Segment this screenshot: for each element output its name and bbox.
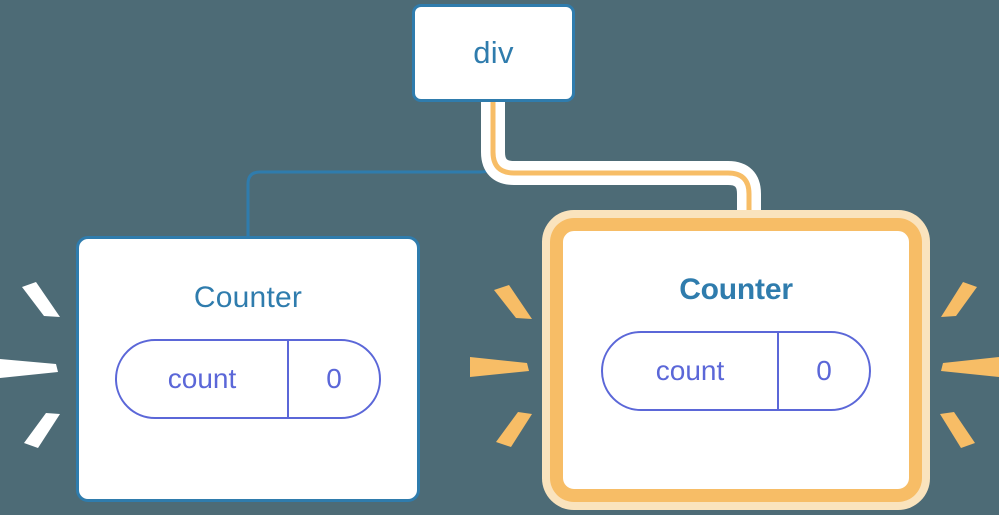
prop-pill-count-right: count 0 (601, 331, 871, 411)
node-counter-left[interactable]: Counter count 0 (76, 236, 420, 502)
node-counter-left-title: Counter (193, 281, 303, 314)
node-div[interactable]: div (412, 4, 575, 102)
prop-value-count: 0 (326, 363, 342, 394)
prop-key-count: count (603, 333, 779, 409)
edge-div-to-counter-left (246, 99, 495, 238)
edge-div-to-counter-right (490, 101, 752, 240)
prop-pill-count-left: count 0 (115, 339, 381, 419)
prop-key-count: count (117, 341, 289, 417)
prop-value-count: 0 (816, 355, 832, 386)
node-counter-right[interactable]: Counter count 0 (560, 228, 912, 492)
node-div-title: div (473, 35, 514, 70)
node-counter-right-title: Counter (679, 273, 793, 306)
